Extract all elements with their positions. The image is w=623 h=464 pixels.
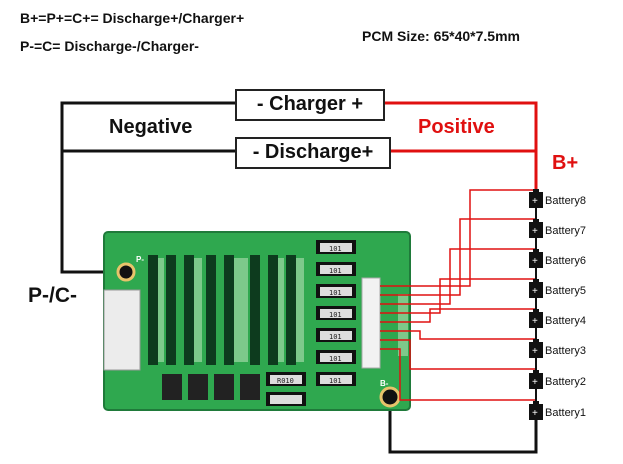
battery-icon — [529, 373, 543, 389]
svg-text:+: + — [532, 377, 538, 388]
balance-wire — [380, 348, 536, 401]
balance-wire — [380, 330, 536, 340]
battery-stack: + Battery8 + Battery7 + Battery6 + Battery5 + Bat… — [529, 189, 586, 420]
positive-wires — [381, 101, 538, 190]
svg-text:+: + — [532, 346, 538, 357]
positive-label: Positive — [418, 116, 495, 138]
battery-icon — [529, 342, 543, 358]
battery-icon — [529, 312, 543, 328]
battery-label: Battery1 — [545, 407, 586, 419]
svg-text:+: + — [532, 408, 538, 419]
balance-wire — [380, 218, 536, 296]
b-minus-pad — [379, 386, 401, 408]
svg-text:+: + — [532, 226, 538, 237]
battery-label: Battery4 — [545, 315, 586, 327]
svg-text:+: + — [532, 256, 538, 267]
resistor-label: 101 — [329, 289, 342, 297]
pad-p-label: P- — [136, 255, 144, 264]
equation-negative: P-=C= Discharge-/Charger- — [20, 38, 199, 54]
battery-icon — [529, 282, 543, 298]
svg-text:+: + — [532, 286, 538, 297]
negative-wires — [60, 101, 538, 454]
battery-label: Battery6 — [545, 255, 586, 267]
balance-wire — [380, 308, 536, 323]
battery-cell: + Battery3 — [529, 339, 586, 358]
battery-cell: + Battery6 — [529, 249, 586, 268]
pad-b-label: B- — [380, 379, 389, 388]
p-minus-pad — [116, 262, 136, 282]
battery-icon — [529, 192, 543, 208]
battery-label: Battery7 — [545, 225, 586, 237]
resistor-label: 101 — [329, 333, 342, 341]
battery-label: Battery2 — [545, 376, 586, 388]
battery-icon — [529, 404, 543, 420]
battery-cell: + Battery2 — [529, 370, 586, 389]
resistor-label: 101 — [329, 355, 342, 363]
battery-label: Battery5 — [545, 285, 586, 297]
battery-cell: + Battery8 — [529, 189, 586, 208]
balance-wire — [380, 339, 536, 370]
charger-box: - Charger + — [235, 89, 385, 121]
p-minus-c-minus-label: P-/C- — [28, 284, 77, 307]
svg-text:+: + — [532, 196, 538, 207]
balance-wire — [380, 278, 536, 314]
equation-positive: B+=P+=C+= Discharge+/Charger+ — [20, 10, 245, 26]
balance-wire — [380, 248, 536, 305]
pcm-size-label: PCM Size: 65*40*7.5mm — [362, 28, 520, 44]
negative-label: Negative — [109, 116, 193, 138]
battery-cell: + Battery5 — [529, 279, 586, 298]
battery-icon — [529, 222, 543, 238]
resistor-label: 101 — [329, 311, 342, 319]
battery-cell: + Battery7 — [529, 219, 586, 238]
b-plus-label: B+ — [552, 152, 579, 174]
battery-cell: + Battery1 — [529, 401, 586, 420]
battery-label: Battery3 — [545, 345, 586, 357]
svg-text:+: + — [532, 316, 538, 327]
resistor-label: 101 — [329, 267, 342, 275]
resistor-label: 101 — [329, 245, 342, 253]
resistor-label: 101 — [329, 377, 342, 385]
balance-wire — [380, 189, 536, 287]
balance-connector — [361, 277, 381, 369]
balance-wires — [380, 189, 536, 401]
pcm-board: 101 101 101 101 101 101 101 R010 P- B- — [103, 231, 411, 411]
battery-icon — [529, 252, 543, 268]
discharge-box: - Discharge+ — [235, 137, 391, 169]
battery-cell: + Battery4 — [529, 309, 586, 328]
battery-label: Battery8 — [545, 195, 586, 207]
left-terminal — [103, 289, 141, 371]
resistor-label-alt: R010 — [277, 377, 294, 385]
